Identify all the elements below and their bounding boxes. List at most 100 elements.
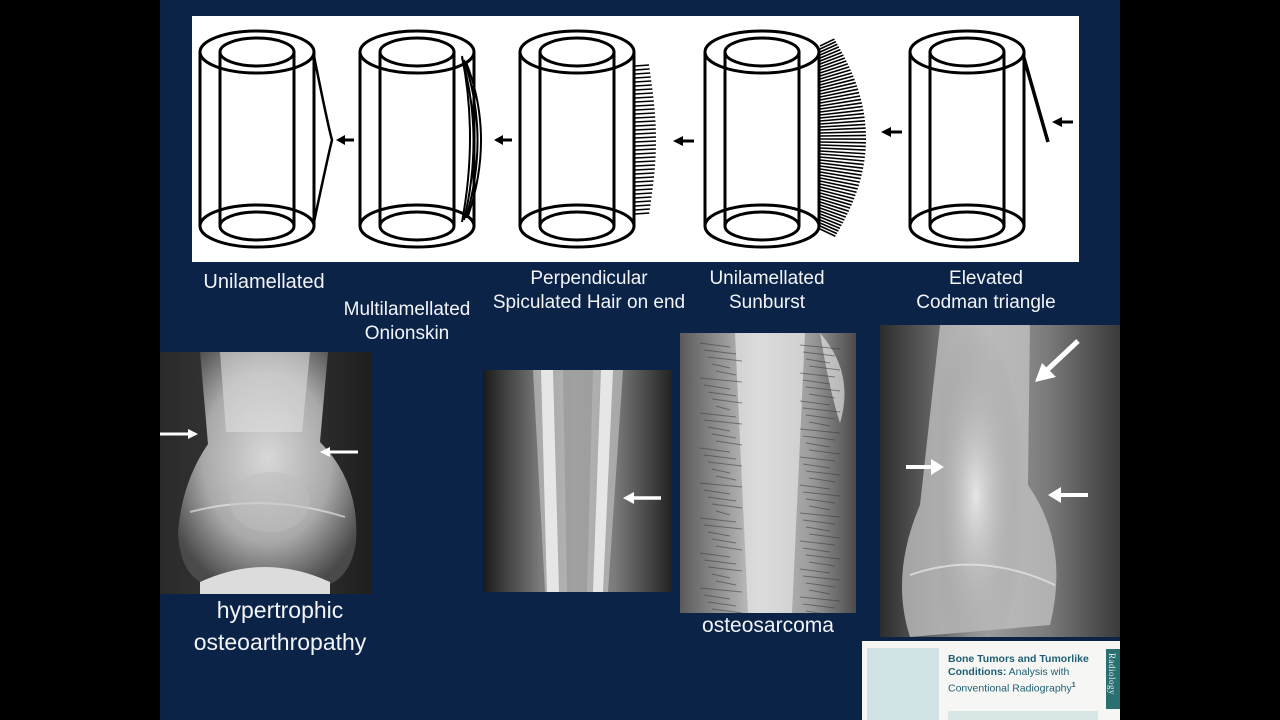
spicule-line xyxy=(634,144,656,147)
spicule-line xyxy=(819,127,866,131)
spicule-line xyxy=(819,195,852,206)
spicule-line xyxy=(819,116,865,122)
article-title: Bone Tumors and Tumorlike Conditions: An… xyxy=(948,653,1108,696)
sunburst-streak xyxy=(699,377,743,383)
white-arrow-icon xyxy=(160,429,198,439)
spicule-line xyxy=(819,213,844,224)
sunburst-streak xyxy=(707,426,731,432)
spicule-line xyxy=(634,124,656,127)
sunburst-streak xyxy=(799,400,831,406)
spicule-line xyxy=(634,152,656,155)
sunburst-streak xyxy=(802,407,841,413)
article-title-rest: Analysis with Conventional Radiography xyxy=(948,666,1072,695)
sunburst-streak xyxy=(711,573,731,579)
sunburst-streak xyxy=(808,393,836,399)
spicule-line xyxy=(819,228,836,237)
sunburst-streak xyxy=(799,484,831,490)
sunburst-streak xyxy=(703,559,737,565)
spicule-line xyxy=(819,120,866,125)
spicule-line xyxy=(819,109,864,116)
spicule-line xyxy=(819,40,837,50)
label-codman: Elevated Codman triangle xyxy=(906,267,1066,315)
sunburst-streak xyxy=(707,391,737,397)
sunburst-streak xyxy=(799,344,841,350)
spicule-line xyxy=(819,150,866,155)
spicule-line xyxy=(634,164,656,167)
sunburst-streak xyxy=(805,582,836,588)
spicule-line xyxy=(819,222,839,232)
spicule-line xyxy=(819,156,865,162)
pointer-arrow-icon xyxy=(673,136,694,146)
xray-femur-image xyxy=(880,325,1120,637)
sunburst-streak xyxy=(799,596,841,602)
spicule-line xyxy=(819,38,835,47)
sunburst-streak xyxy=(802,463,831,469)
sunburst-streak xyxy=(802,351,836,357)
label-unilamellated: Unilamellated xyxy=(190,270,338,294)
sunburst-streak xyxy=(805,414,836,420)
spicule-line xyxy=(634,160,656,163)
spicule-line xyxy=(819,123,866,128)
spicule-line xyxy=(634,64,650,67)
spicule-line xyxy=(634,188,653,191)
spicule-line xyxy=(634,80,652,83)
sunburst-streak xyxy=(699,342,731,348)
sunburst-streak xyxy=(805,470,841,476)
spicule-line xyxy=(819,57,846,68)
label-perpendicular: Perpendicular Spiculated Hair on end xyxy=(482,267,696,315)
bone-cylinder-sunburst xyxy=(703,29,821,249)
caption-hypertrophic-line1: hypertrophic xyxy=(216,597,344,623)
spicule-line xyxy=(819,183,857,194)
sunburst-streak xyxy=(715,475,737,481)
caption-osteosarcoma: osteosarcoma xyxy=(702,614,834,637)
spicule-line xyxy=(819,201,849,212)
spicule-line xyxy=(819,75,854,86)
spicule-line xyxy=(819,63,849,74)
sunburst-streak xyxy=(703,349,737,355)
spicule-line xyxy=(819,105,863,113)
spicule-line xyxy=(634,184,654,187)
sunburst-streak xyxy=(799,568,831,574)
spicule-line xyxy=(819,85,858,95)
spicule-line xyxy=(819,134,866,137)
label-unilamellated-line1: Unilamellated xyxy=(203,271,325,293)
spicule-line xyxy=(634,172,655,175)
spicule-line xyxy=(819,171,861,180)
sunburst-streak xyxy=(703,384,731,390)
sunburst-streak xyxy=(703,419,743,425)
sunburst-streak xyxy=(707,496,737,502)
sunburst-streak xyxy=(808,505,831,511)
xray-knee-image xyxy=(160,352,371,594)
spicule-line xyxy=(634,100,654,103)
bone-cylinder-codman xyxy=(908,29,1050,249)
sunburst-streak xyxy=(711,398,743,404)
sunburst-streak xyxy=(799,456,836,462)
spicule-line xyxy=(819,51,843,62)
sunburst-streak xyxy=(715,405,731,411)
sunburst-streak xyxy=(699,412,737,418)
sunburst-streak xyxy=(715,580,737,586)
sunburst-streak xyxy=(715,370,737,376)
sunburst-streak xyxy=(805,386,841,392)
label-codman-line1: Elevated xyxy=(949,268,1023,289)
sunburst-streak xyxy=(703,454,737,460)
spicule-line xyxy=(634,108,655,111)
spicule-line xyxy=(819,165,863,173)
spicule-line xyxy=(819,112,865,119)
spicule-line xyxy=(819,168,862,177)
sunburst-streak xyxy=(703,594,731,600)
spicule-line xyxy=(634,92,653,95)
sunburst-streak xyxy=(707,461,743,467)
spicule-line xyxy=(819,216,842,227)
sunburst-streak xyxy=(703,524,743,530)
sunburst-streak xyxy=(808,589,831,595)
sunburst-streak xyxy=(699,447,731,453)
sunburst-streak xyxy=(805,526,831,532)
spicule-line xyxy=(819,198,851,209)
bone-cylinder-multilamellated xyxy=(358,29,482,249)
spicule-line xyxy=(634,128,656,131)
spicule-line xyxy=(819,147,866,151)
sunburst-streak xyxy=(715,510,731,516)
sunburst-streak xyxy=(699,552,731,558)
sunburst-streak xyxy=(802,575,841,581)
